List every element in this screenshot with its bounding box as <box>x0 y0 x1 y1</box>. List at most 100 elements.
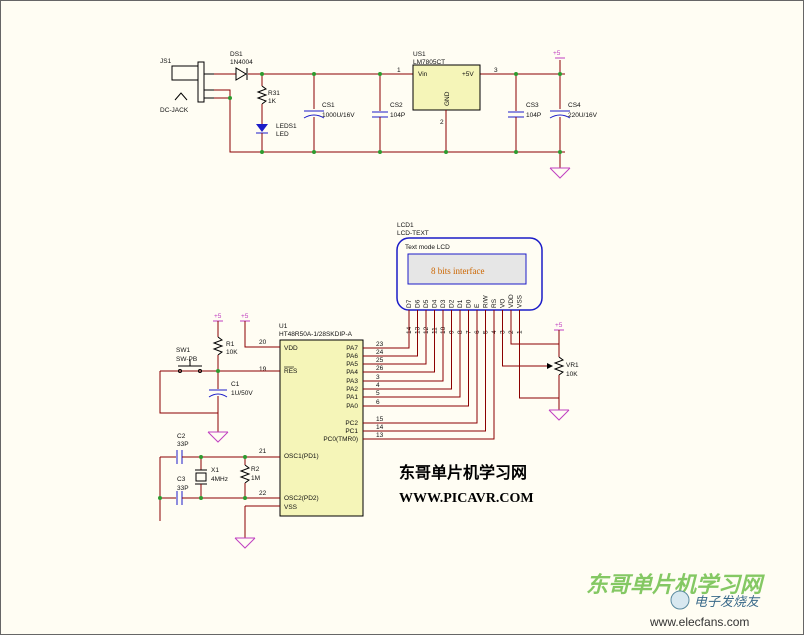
power-supply-section: JS1 DC-JACK DS1 1N4004 R31 1K LEDS1 LED <box>160 50 598 179</box>
us1-pin3: 3 <box>494 67 498 74</box>
c1-value: 1U/50V <box>231 390 253 397</box>
r2-label: R2 <box>251 466 260 473</box>
resistor-r31 <box>256 85 268 105</box>
bus-wire <box>363 336 495 440</box>
lcd-pin-label: D3 <box>440 299 447 308</box>
mcu-vdd: VDD <box>284 345 298 352</box>
led-value: LED <box>276 131 289 138</box>
bus-wire <box>363 336 427 365</box>
capacitor-cs4 <box>549 110 571 119</box>
mcu-port-label: PC1 <box>345 428 358 435</box>
mcu-vss: VSS <box>284 504 298 511</box>
lcd-mode: Text mode LCD <box>405 244 450 251</box>
mcu-ports: PA723PA624PA525PA426PA33PA24PA15PA06PC21… <box>323 341 383 443</box>
cs2-label: CS2 <box>390 102 403 109</box>
diode-ds1 <box>235 67 248 81</box>
mcu-osc2: OSC2(PD2) <box>284 495 319 502</box>
r31-label: R31 <box>268 90 280 97</box>
mcu-part: HT48R50A-1/28SKDIP-A <box>279 331 353 338</box>
bus-wire <box>363 336 486 432</box>
mcu-port-pin: 3 <box>376 374 380 381</box>
bus-wire <box>363 336 469 407</box>
mcu-port-label: PC0(TMR0) <box>323 436 358 443</box>
mcu-port-label: PA1 <box>346 394 358 401</box>
plus5-top: +5 <box>553 50 561 57</box>
lcd-pin-label: D4 <box>432 299 439 308</box>
potentiometer-vr1 <box>553 356 565 376</box>
ground-symbol-c1 <box>207 431 229 443</box>
vss-wire <box>519 336 559 399</box>
mcu-osc1: OSC1(PD1) <box>284 453 319 460</box>
js1-label: JS1 <box>160 58 172 65</box>
mcu-port-pin: 5 <box>376 390 380 397</box>
vr1-value: 10K <box>566 371 578 378</box>
cs1-value: 1000U/16V <box>322 112 355 119</box>
lcd-module: LCD1 LCD-TEXT Text mode LCD 8 bits inter… <box>396 222 543 336</box>
vdd-wire <box>510 336 559 345</box>
sw1-label: SW1 <box>176 347 190 354</box>
lcd-screen-text: 8 bits interface <box>431 266 484 276</box>
regulator-us1 <box>412 64 481 111</box>
mcu-port-pin: 25 <box>376 357 384 364</box>
crystal-x1 <box>195 469 207 485</box>
ground-symbol-power <box>549 167 571 179</box>
mcu-port-label: PA3 <box>346 378 358 385</box>
bus-wire <box>363 336 410 349</box>
bus-wire <box>363 336 461 398</box>
brand-url: WWW.PICAVR.COM <box>399 491 534 506</box>
cs4-label: CS4 <box>568 102 581 109</box>
c3-value: 33P <box>177 485 189 492</box>
lcd-pin-label: D7 <box>406 299 413 308</box>
mcu-port-pin: 6 <box>376 399 380 406</box>
cs1-label: CS1 <box>322 102 335 109</box>
lcd-pin-label: D1 <box>457 299 464 308</box>
plus5-vr1: +5 <box>555 322 563 329</box>
watermark-logo-icon <box>670 590 690 610</box>
switch-sw1 <box>178 360 202 373</box>
resistor-r2 <box>239 464 251 484</box>
r1-label: R1 <box>226 341 235 348</box>
led-leds1 <box>256 124 268 134</box>
mcu-port-pin: 13 <box>376 432 384 439</box>
dc-jack <box>171 61 214 103</box>
bus-wire <box>363 336 478 424</box>
us1-gnd: GND <box>444 91 451 106</box>
led-label: LEDS1 <box>276 123 297 130</box>
mcu-section: U1 HT48R50A-1/28SKDIP-A VDD RES OSC1(PD1… <box>158 313 579 549</box>
vo-wire <box>502 336 547 367</box>
plus5-r1: +5 <box>214 313 222 320</box>
mcu-port-label: PC2 <box>345 420 358 427</box>
mcu-port-label: PA7 <box>346 345 358 352</box>
brand-cn: 东哥单片机学习网 <box>399 463 527 482</box>
capacitor-cs3 <box>508 111 524 118</box>
mcu-port-label: PA4 <box>346 369 358 376</box>
capacitor-c2 <box>176 450 183 464</box>
x1-value: 4MHz <box>211 476 228 483</box>
cs3-value: 104P <box>526 112 541 119</box>
mcu-port-label: PA5 <box>346 361 358 368</box>
c2-label: C2 <box>177 433 186 440</box>
capacitor-cs2 <box>372 111 388 118</box>
mcu-port-pin: 4 <box>376 382 380 389</box>
lcd-ref: LCD1 <box>397 222 414 229</box>
x1-label: X1 <box>211 467 219 474</box>
dcjack-label: DC-JACK <box>160 107 189 114</box>
lcd-pin-label: R/W <box>483 295 490 309</box>
lcd-bus-wires <box>363 336 559 440</box>
us1-vin: Vin <box>418 71 428 78</box>
r2-value: 1M <box>251 475 260 482</box>
mcu-vdd-pin: 20 <box>259 339 267 346</box>
capacitor-c1 <box>208 389 228 398</box>
cs2-value: 104P <box>390 112 405 119</box>
mcu-u1 <box>279 339 364 517</box>
bus-wire <box>363 336 444 382</box>
mcu-port-pin: 14 <box>376 424 384 431</box>
bus-wire <box>363 336 435 373</box>
mcu-port-pin: 26 <box>376 365 384 372</box>
mcu-port-pin: 24 <box>376 349 384 356</box>
bus-wire <box>363 336 452 390</box>
ground-symbol-vr1 <box>548 409 570 421</box>
mcu-osc1-pin: 21 <box>259 448 267 455</box>
mcu-port-pin: 15 <box>376 416 384 423</box>
lcd-pin-label: VSS <box>517 294 524 308</box>
